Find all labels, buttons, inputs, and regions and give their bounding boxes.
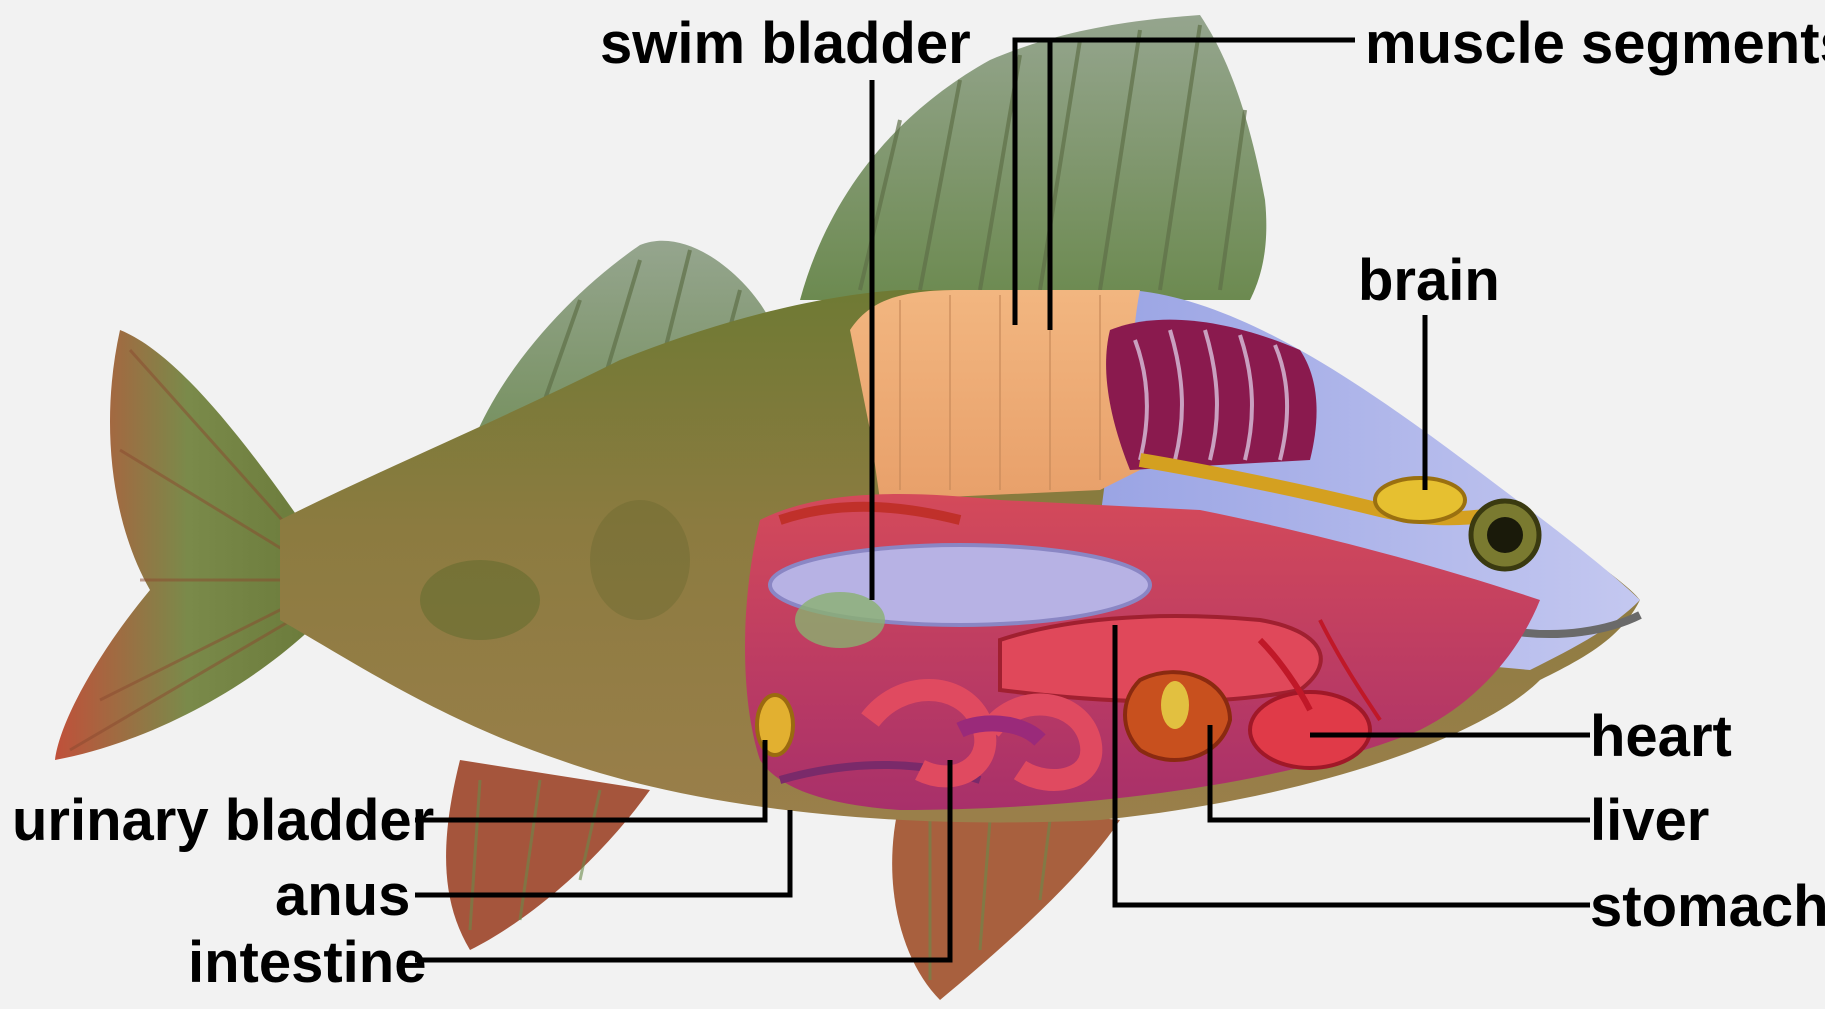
label-brain: brain [1358,248,1500,313]
label-swim-bladder: swim bladder [600,11,971,76]
label-intestine: intestine [188,930,427,995]
muscle-block [850,290,1140,500]
brain-shape [1375,478,1465,522]
body-marking [420,560,540,640]
label-liver: liver [1590,788,1709,853]
body-marking [590,500,690,620]
heart-shape [1250,692,1370,768]
label-urinary-bladder: urinary bladder [12,788,434,853]
kidney-shape [795,592,885,648]
label-heart: heart [1590,704,1732,769]
urinary-bladder-shape [757,695,793,755]
pupil [1487,517,1523,553]
gallbladder-shape [1161,681,1189,729]
label-stomach: stomach [1590,874,1825,939]
label-muscle-segments: muscle segments [1365,11,1825,76]
label-anus: anus [275,863,410,928]
